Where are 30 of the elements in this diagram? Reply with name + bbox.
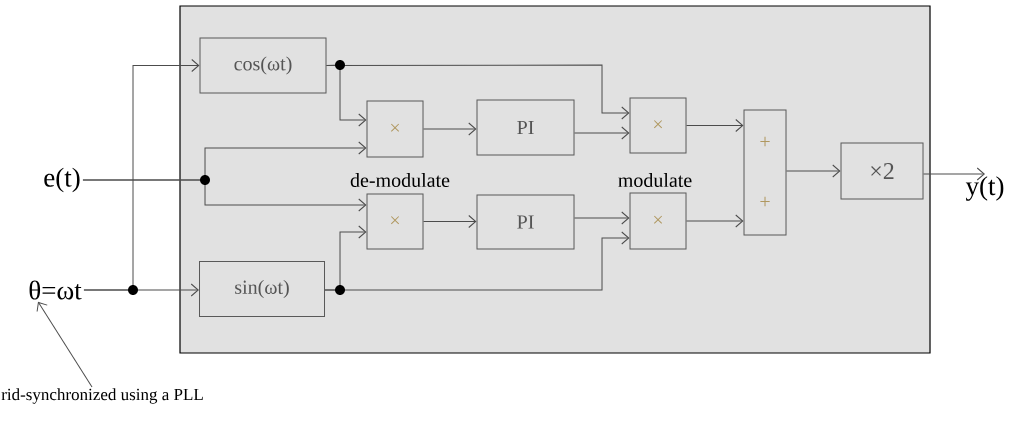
input-label: e(t) [44, 167, 80, 193]
function-block: sin(ωt) [199, 261, 325, 317]
arrow [423, 215, 477, 228]
multiplier-block: × [629, 192, 687, 250]
leader-arrow [36, 301, 93, 388]
arrow [83, 283, 199, 297]
multiplier-block: × [366, 100, 424, 158]
controller-block: PI [476, 99, 575, 156]
stage-label: de-modulate [350, 172, 450, 188]
stage-label: modulate [618, 172, 692, 188]
arrow [686, 214, 744, 228]
arrow [326, 64, 630, 120]
arrow [324, 231, 630, 291]
input-label: θ=ωt [29, 280, 82, 300]
summing-block: + + [743, 109, 787, 236]
output-label: y(t) [965, 176, 1004, 201]
controller-block: PI [476, 194, 575, 250]
arrow [923, 167, 985, 181]
multiplier-block: × [366, 193, 424, 250]
system-block [179, 5, 931, 354]
arrow [574, 126, 630, 140]
function-block: cos(ωt) [199, 37, 327, 94]
gain-block: ×2 [840, 142, 924, 200]
arrow [686, 119, 744, 132]
arrow [423, 122, 477, 136]
arrow [82, 179, 367, 212]
arrow [574, 211, 630, 225]
note-text: rid-synchronized using a PLL [1, 388, 203, 404]
arrow [786, 164, 841, 178]
multiplier-block: × [629, 97, 687, 154]
